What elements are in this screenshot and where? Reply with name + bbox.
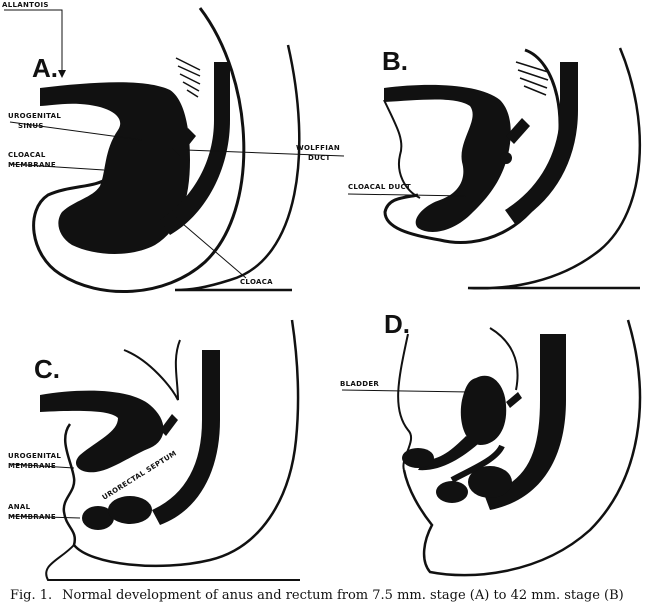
panel-b-letter: B.: [382, 46, 408, 76]
label-cloacal-duct: CLOACAL DUCT: [348, 183, 411, 191]
panel-d-anal-mass-1: [436, 481, 468, 503]
panel-d: D. BLADDER: [340, 309, 642, 577]
leader-cloacal-membrane: [9, 163, 105, 171]
panel-b-body-outline: [383, 48, 562, 244]
panel-a-hindgut: [160, 62, 230, 235]
panel-a: A. ALLANTOIS UROGENITAL SINUS CLOACAL ME…: [2, 1, 345, 294]
panel-b-ventral-curve: [383, 99, 421, 199]
panel-a-letter: A.: [32, 53, 58, 83]
panel-d-rectum: [484, 334, 566, 510]
leader-bladder: [341, 389, 471, 393]
panel-a-cloaca-mass: [40, 82, 190, 255]
panel-c-anal-mass-1: [82, 506, 114, 530]
leader-urogenital-sinus: [9, 121, 143, 141]
label-cloacal-membrane-1: CLOACAL: [8, 151, 46, 159]
panel-a-wolffian-bud: [172, 128, 196, 156]
panel-c-body-outline: [123, 339, 181, 401]
label-urogenital-membrane-1: UROGENITAL: [8, 452, 61, 460]
panel-b-hindgut: [505, 62, 578, 224]
panel-a-outer-wall: [174, 44, 301, 292]
caption-figure-number: Fig. 1.: [10, 588, 53, 603]
panel-c-letter: C.: [34, 354, 60, 384]
panel-d-urethra: [418, 436, 478, 471]
panel-c-hindgut: [152, 350, 220, 525]
panel-c: C. UROGENITAL MEMBRANE ANAL MEMBRANE URO…: [8, 319, 300, 581]
panel-a-striations: [175, 57, 201, 98]
panel-d-allantois-loop: [489, 327, 519, 391]
leader-cloacal-duct: [347, 193, 467, 197]
panel-d-urogenital-mass: [402, 448, 434, 468]
panel-d-anal-mass-2: [468, 466, 512, 498]
panel-c-outer-base: [45, 544, 300, 581]
label-allantois: ALLANTOIS: [2, 1, 49, 9]
panel-b-wolffian-bud: [506, 118, 530, 144]
panel-b-cloaca-mass: [384, 84, 511, 232]
panel-d-letter: D.: [384, 309, 410, 339]
panel-d-ureter: [506, 392, 522, 408]
leader-allantois: [4, 9, 63, 76]
leader-cloaca: [175, 217, 247, 279]
panel-c-duct: [160, 414, 178, 436]
panel-d-septum: [450, 444, 505, 483]
embryology-figure: A. ALLANTOIS UROGENITAL SINUS CLOACAL ME…: [2, 1, 642, 581]
leader-urogenital-membrane: [9, 463, 75, 469]
caption-text: Normal development of anus and rectum fr…: [62, 588, 624, 603]
panel-d-bladder: [460, 375, 507, 445]
panel-d-outer-wall: [402, 319, 642, 577]
panel-b: B. CLOACAL DUCT: [347, 46, 642, 290]
panel-b-striations: [515, 61, 549, 96]
leader-anal-membrane: [9, 515, 81, 519]
panel-a-body-outline: [32, 7, 246, 294]
leader-wolffian: [185, 149, 345, 157]
panel-c-urogenital-mass: [40, 390, 164, 473]
label-urogenital-membrane-2: MEMBRANE: [8, 462, 56, 470]
label-urogenital-sinus-2: SINUS: [18, 122, 44, 130]
panel-c-anal-mass-2: [108, 496, 152, 524]
panel-b-duct-bulge: [500, 152, 512, 164]
label-anal-membrane-1: ANAL: [8, 503, 31, 511]
label-bladder: BLADDER: [340, 380, 379, 388]
label-wolffian-2: DUCT: [308, 154, 331, 162]
arrowhead-allantois: [58, 70, 66, 78]
label-urogenital-sinus-1: UROGENITAL: [8, 112, 61, 120]
label-wolffian-1: WOLFFIAN: [296, 144, 340, 152]
panel-c-ventral-curve: [62, 319, 300, 568]
figure-caption: Fig. 1. Normal development of anus and re…: [10, 585, 650, 607]
label-cloaca: CLOACA: [240, 278, 273, 286]
panel-b-outer-wall: [467, 47, 642, 290]
panel-d-umbilical-line: [397, 333, 413, 471]
